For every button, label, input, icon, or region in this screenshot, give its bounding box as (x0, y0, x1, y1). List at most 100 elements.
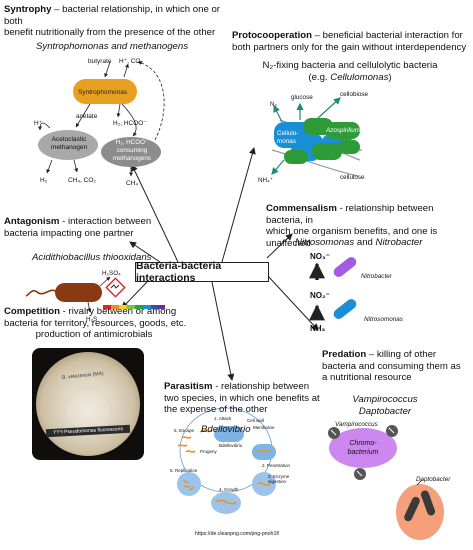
chromobacterium-cell (329, 428, 397, 468)
ch4-label: CH₄ (126, 180, 139, 187)
parasitism-def-line1: - relationship between (212, 381, 310, 392)
no3-label: NO₃⁻ (310, 252, 330, 261)
step-growth-label: 4. Growth (219, 487, 239, 492)
nh3-label: NH₃ (310, 324, 326, 333)
plate-top-label: B. velezensis (MA) (61, 370, 104, 382)
connector-competition (121, 281, 148, 309)
petri-dish-photo: B. velezensis (MA) YYY-Pseudomonas fluor… (32, 348, 144, 460)
antagonism-def-line1: - interaction between (59, 216, 152, 227)
daptobacter-host (396, 484, 444, 540)
h2s-label: H₂S (86, 316, 98, 323)
h2so4-label: H₂SO₄ (102, 270, 121, 277)
agar-plate: B. velezensis (MA) YYY-Pseudomonas fluor… (36, 352, 140, 456)
protocooperation-example: N₂-fixing bacteria and cellulolytic bact… (262, 60, 438, 83)
competition-term: Competition (4, 306, 60, 317)
growth-cell (211, 492, 241, 514)
protocooperation-def-line1: – beneficial bacterial interaction for (311, 30, 463, 41)
protocooperation-diagram (271, 97, 363, 177)
image-source-link[interactable]: https://de.cleanpng.com/png-pnoh1f/ (195, 531, 280, 537)
connector-parasitism (211, 281, 235, 381)
step-enzyme-label: 3. Enzyme digestion (268, 474, 290, 484)
h2-product-label: H₂ (40, 177, 48, 184)
commensalism-def-line1: - relationship between bacteria, in (266, 203, 434, 226)
azospirillum-label: Azospirillum (326, 127, 360, 134)
n2-label: N₂ (270, 101, 277, 108)
daptobacter-label: Daptobacter (416, 476, 451, 483)
predation-term: Predation (322, 349, 367, 360)
nitrobacter-cell (333, 257, 357, 277)
cellulose-label: cellulose (340, 174, 365, 181)
h2-hcoo-label: H₂, HCOO⁻ (113, 120, 147, 127)
h-co2-label: H⁺, CO₂ (119, 58, 144, 65)
plate-bottom-label: YYY-Pseudomonas fluorescens (45, 424, 131, 438)
predation-def-line2: bacteria and consuming them as (322, 360, 461, 372)
connector-syntrophy (131, 164, 179, 263)
connector-commensalism (266, 233, 293, 259)
syntrophy-example: Syntrophomonas and methanogens (36, 41, 189, 52)
predation-def-line3: a nutritional resource (322, 372, 412, 383)
step-penetration-label: 2. Penetration (262, 463, 291, 468)
protocooperation-term: Protocooperation (232, 30, 312, 41)
prey-cell-attack (214, 426, 244, 442)
progeny-label: Progeny (200, 449, 217, 454)
protocooperation-def-line2: both partners only for the gain without … (232, 41, 467, 53)
replication-cell (177, 472, 201, 496)
parasitism-def-line3: the expense of the other (164, 404, 268, 415)
step-attack-label: 1. Attack (214, 416, 232, 421)
nitrosomonas-label: Nitrosomonas (364, 316, 403, 323)
vampirococcus-label: Vampirococcus (335, 421, 378, 428)
syntrophomonas-cell (73, 79, 137, 104)
connector-protocooperation (221, 147, 256, 263)
cellulomonas-label: Cellulo-monas (277, 130, 299, 145)
bdellovibrio-small-label: Bdellovibrio (219, 443, 243, 448)
prey-cell-penetration (252, 444, 276, 460)
inhibition-zone (66, 388, 110, 432)
flagellum (25, 289, 58, 297)
commensalism-diagram (309, 257, 357, 321)
azospirillum-cell (303, 118, 333, 135)
commensalism-definition: Commensalism - relationship between bact… (266, 203, 472, 249)
step-replication-label: 5. Replication (170, 468, 198, 473)
antagonism-term: Antagonism (4, 216, 60, 227)
syntrophy-def-line1: – bacterial relationship, in which one o… (4, 4, 220, 27)
no2-label: NO₂⁻ (310, 291, 330, 300)
membrane-label: Membrane (253, 425, 275, 430)
predation-diagram (328, 425, 444, 540)
acidithiobacillus-cell (55, 283, 102, 302)
competition-def-line3: production of antimicrobials (35, 329, 153, 340)
cell-wall-label: Cell wall (247, 418, 264, 423)
center-title: Bacteria-bacteria interactions (136, 260, 222, 284)
parasitism-def-line2: two species, in which one benefits at (164, 392, 320, 404)
commensalism-term: Commensalism (266, 203, 337, 214)
center-title-box: Bacteria-bacteria interactions (135, 260, 269, 284)
hydrogenotrophic-methanogen-cell (101, 137, 161, 167)
chromobacterium-label: Chromo-bacterium (347, 440, 379, 456)
hplus-label: H⁺ (34, 120, 43, 127)
glucose-label: glucose (291, 94, 313, 101)
protocooperation-definition: Protocooperation – beneficial bacterial … (232, 30, 472, 53)
nitrobacter-label: Nitrobacter (361, 273, 392, 280)
nh4-label: NH₄⁺ (258, 177, 273, 184)
parasitism-diagram (177, 407, 276, 514)
butyrate-label: butyrate (88, 58, 112, 65)
syntrophy-diagram (38, 61, 165, 177)
commensalism-example: Nitrosomonas and Nitrobacter (295, 237, 423, 248)
parasitism-term: Parasitism (164, 381, 213, 392)
acetate-label: acetate (76, 113, 98, 120)
syntrophy-term: Syntrophy (4, 4, 52, 15)
ch4-co2-label: CH₄, CO₂ (68, 177, 96, 184)
commensalism-def-line2: which one organism benefits, and one is … (266, 226, 438, 249)
syntrophomonas-label: Syntrophomonas (78, 89, 128, 96)
connectors (121, 147, 319, 381)
connector-antagonism (129, 241, 161, 263)
acetoclastic-methanogen-cell (38, 130, 98, 160)
parasitism-example: Bdellovibrio (201, 424, 251, 435)
